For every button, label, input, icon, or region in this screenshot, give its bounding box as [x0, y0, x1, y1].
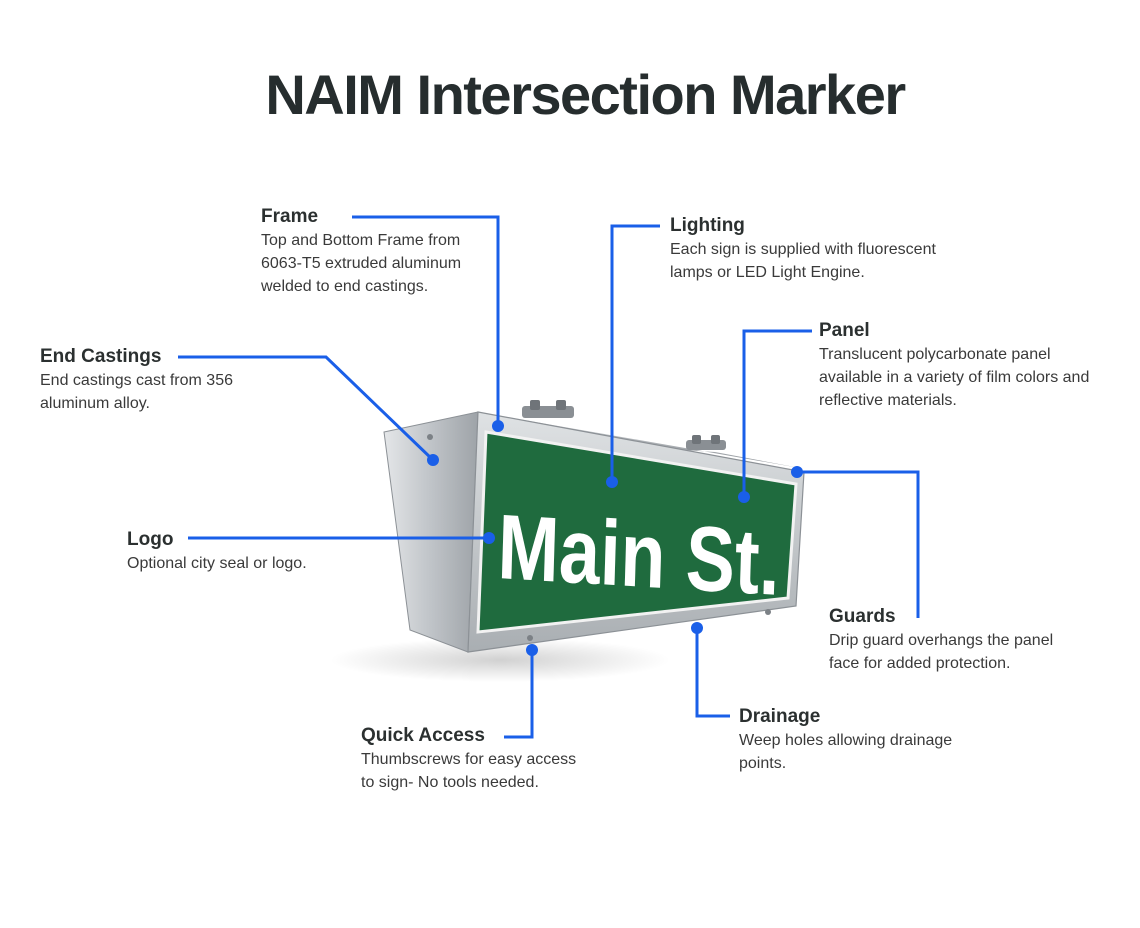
callout-lighting: Lighting Each sign is supplied with fluo…: [670, 214, 936, 284]
leader-panel: [742, 329, 812, 497]
sign-shadow: [330, 638, 670, 682]
leader-guards: [797, 470, 920, 618]
weep-hole: [527, 635, 533, 641]
callout-desc-line: points.: [739, 755, 787, 772]
weep-hole: [765, 609, 771, 615]
callout-title: Drainage: [739, 706, 821, 727]
callout-desc-line: lamps or LED Light Engine.: [670, 264, 865, 281]
leader-dots: [427, 420, 803, 656]
callout-logo: Logo Optional city seal or logo.: [127, 528, 307, 575]
callout-desc-line: available in a variety of film colors an…: [819, 369, 1090, 386]
dot-end-castings: [427, 454, 439, 466]
callout-desc-line: Drip guard overhangs the panel: [829, 632, 1054, 649]
callout-desc-line: Translucent polycarbonate panel: [819, 346, 1051, 363]
callout-desc-line: Thumbscrews for easy access: [361, 751, 577, 768]
callout-desc-line: Weep holes allowing drainage: [739, 732, 953, 749]
sign-text: Main St.: [496, 495, 781, 615]
callout-title: Frame: [261, 206, 319, 227]
callout-drainage: Drainage Weep holes allowing drainage po…: [739, 705, 952, 775]
callout-desc-line: welded to end castings.: [261, 278, 429, 295]
leader-end-castings: [178, 355, 435, 462]
callout-frame: Frame Top and Bottom Frame from 6063-T5 …: [261, 205, 461, 298]
dot-panel: [738, 491, 750, 503]
callout-desc-line: Optional city seal or logo.: [127, 555, 307, 572]
callout-title: Guards: [829, 606, 896, 627]
dot-quick-access: [526, 644, 538, 656]
callout-panel: Panel Translucent polycarbonate panel av…: [819, 319, 1089, 412]
end-casting: [383, 411, 479, 653]
callout-guards: Guards Drip guard overhangs the panel fa…: [829, 605, 1053, 675]
sign-panel: [476, 430, 798, 634]
leader-drainage: [695, 628, 730, 718]
dot-guards: [791, 466, 803, 478]
callout-title: Panel: [819, 320, 870, 341]
leader-quick-access: [504, 650, 534, 739]
dot-drainage: [691, 622, 703, 634]
dot-frame: [492, 420, 504, 432]
callout-desc-line: End castings cast from 356: [40, 372, 233, 389]
end-casting-bolt: [427, 434, 433, 440]
callout-desc-line: face for added protection.: [829, 655, 1011, 672]
leader-lighting: [610, 224, 660, 482]
leader-frame: [352, 215, 500, 426]
dot-lighting: [606, 476, 618, 488]
callout-desc-line: Top and Bottom Frame from: [261, 232, 461, 249]
callout-desc-line: Each sign is supplied with fluorescent: [670, 241, 936, 258]
callout-end-castings: End Castings End castings cast from 356 …: [40, 345, 233, 415]
callout-title: End Castings: [40, 346, 162, 367]
leader-lines: [178, 215, 920, 739]
callout-title: Lighting: [670, 215, 745, 236]
callout-desc-line: to sign- No tools needed.: [361, 774, 539, 791]
thumbscrew-hardware: [522, 400, 726, 450]
dot-logo: [483, 532, 495, 544]
callout-quick-access: Quick Access Thumbscrews for easy access…: [361, 724, 576, 794]
callout-desc-line: reflective materials.: [819, 392, 957, 409]
page-title: NAIM Intersection Marker: [265, 63, 906, 126]
callout-title: Logo: [127, 529, 174, 550]
callout-title: Quick Access: [361, 725, 485, 746]
callout-desc-line: aluminum alloy.: [40, 395, 150, 412]
callout-desc-line: 6063-T5 extruded aluminum: [261, 255, 462, 272]
